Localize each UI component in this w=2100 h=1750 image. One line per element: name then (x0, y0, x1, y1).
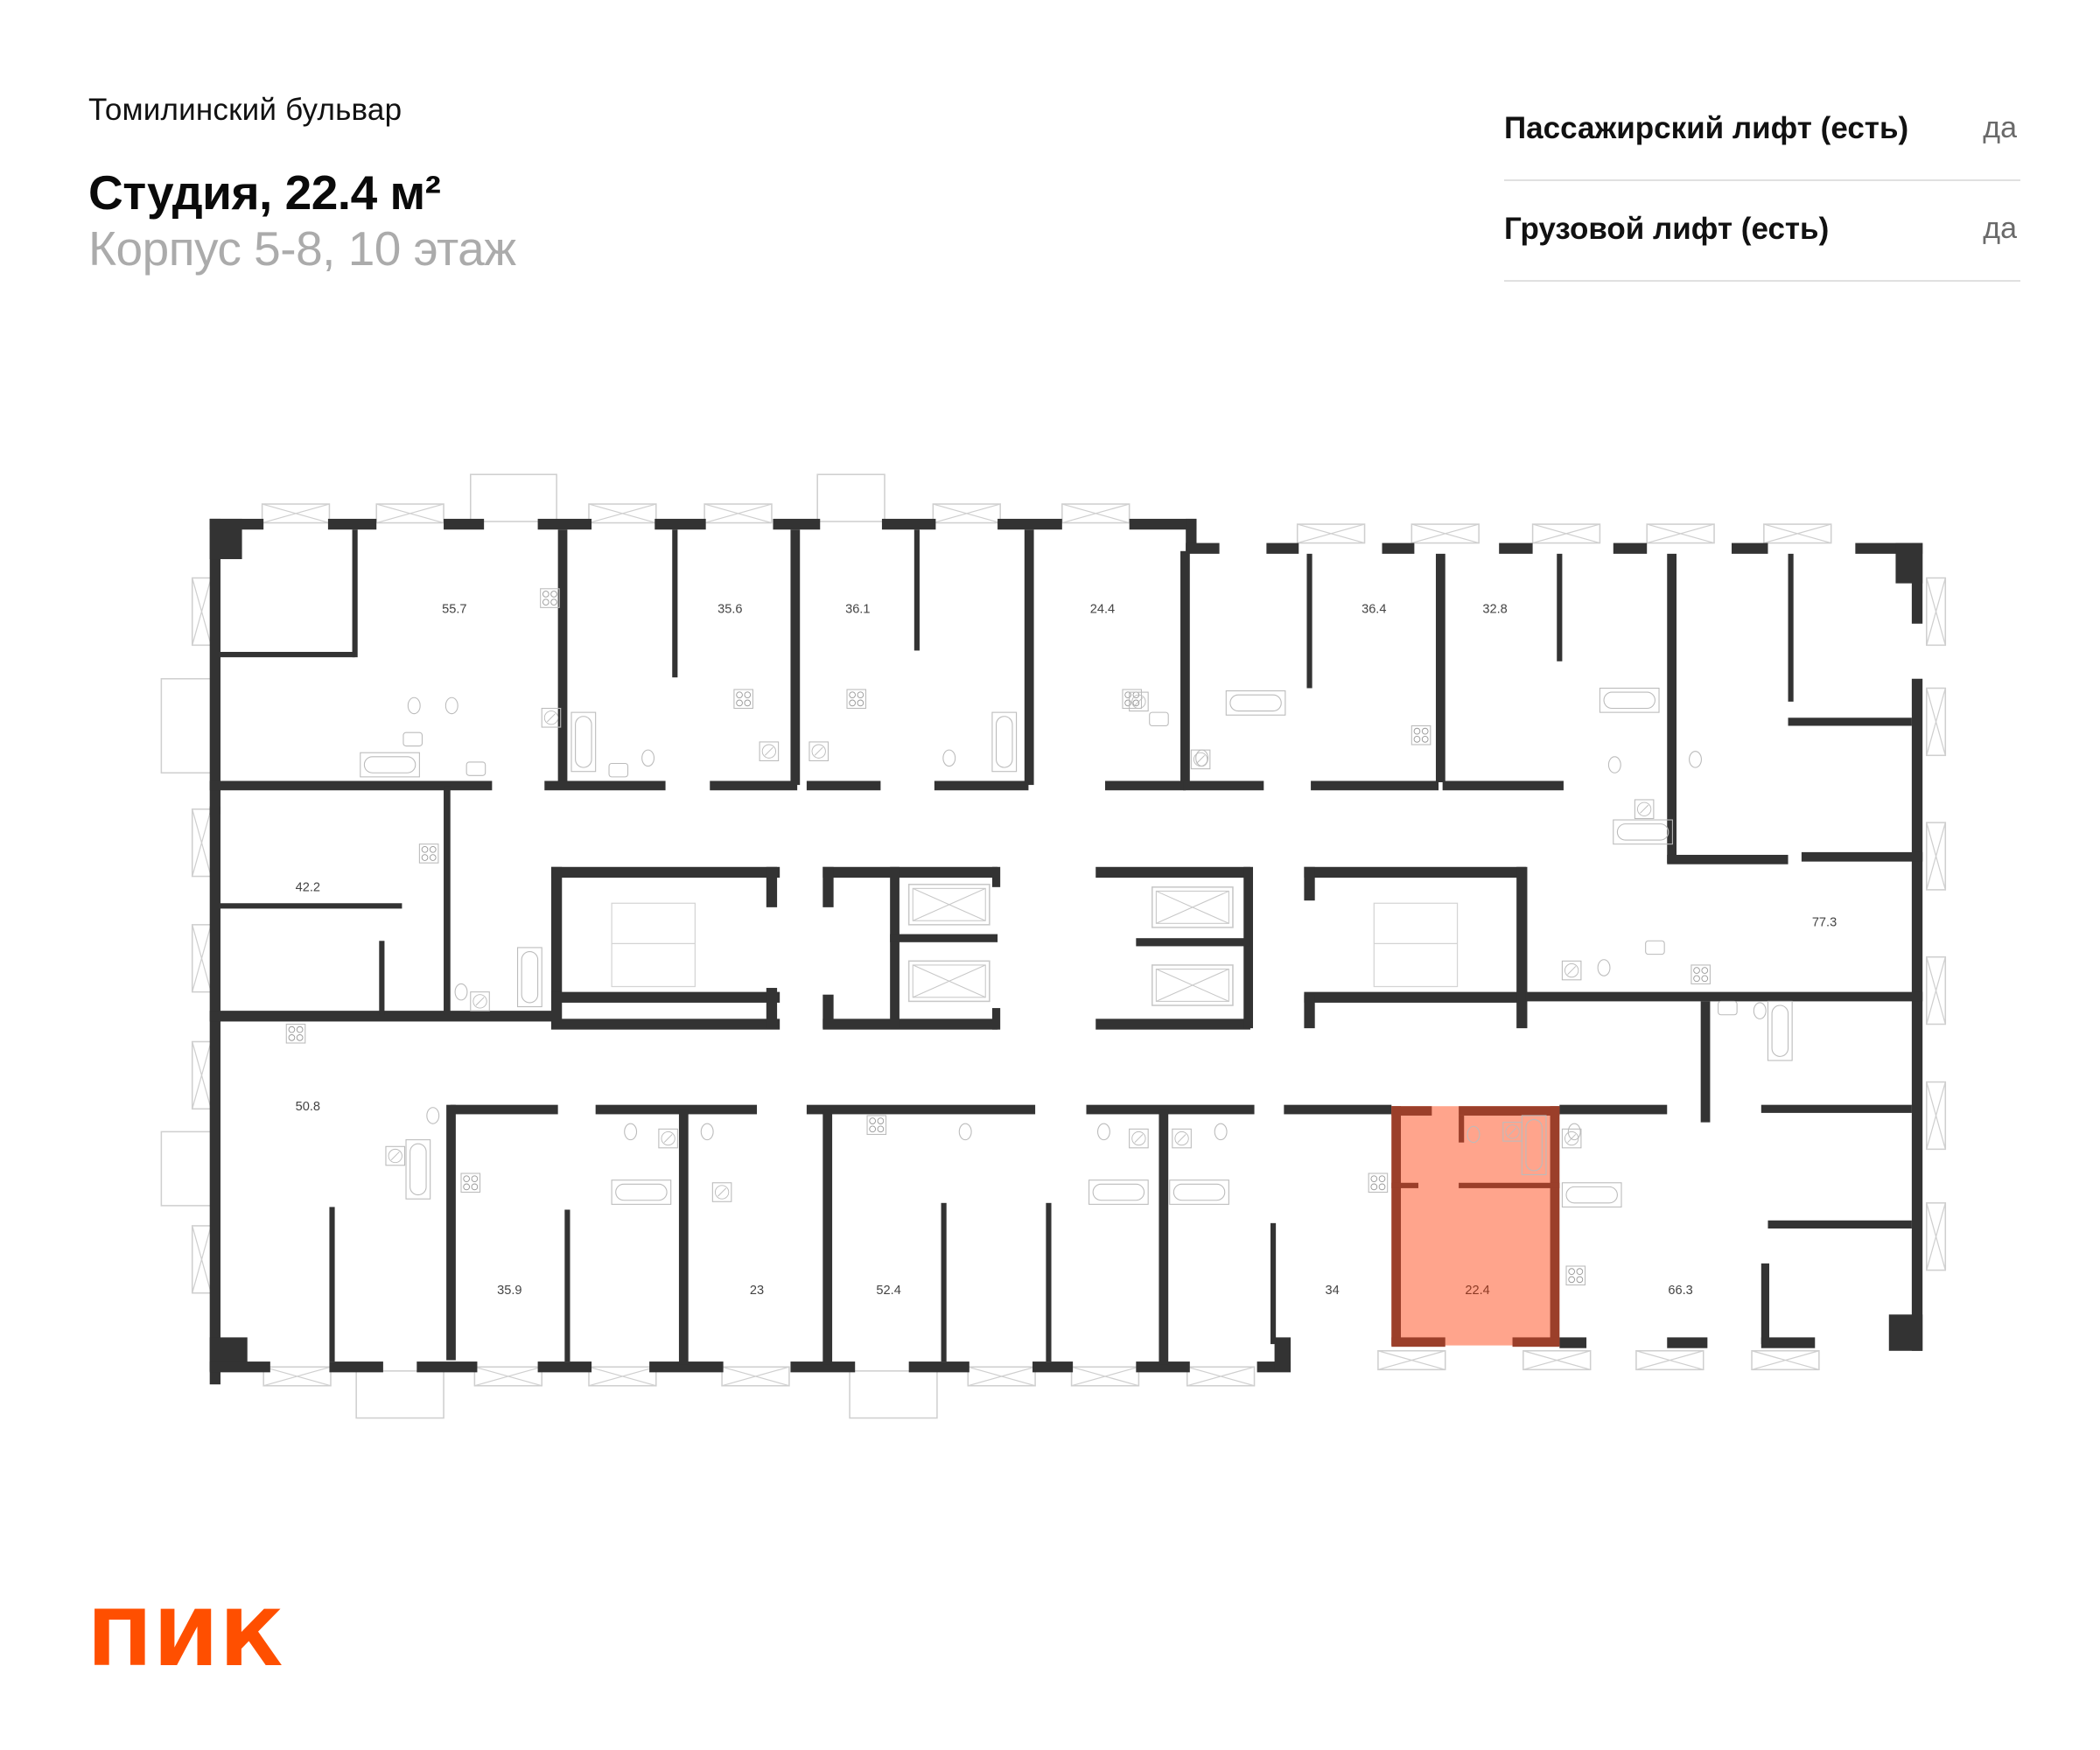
stairwell-left (611, 902, 696, 988)
spec-label: Пассажирский лифт (есть) (1504, 110, 1909, 145)
area-label-77-3: 77.3 (1812, 915, 1837, 929)
spec-label: Грузовой лифт (есть) (1504, 211, 1830, 246)
windows-side (160, 577, 1947, 1294)
area-label-23: 23 (750, 1284, 764, 1298)
area-label-50-8: 50.8 (296, 1100, 320, 1114)
area-label-52-4: 52.4 (876, 1284, 900, 1298)
elevator-specs: Пассажирский лифт (есть) да Грузовой лиф… (1504, 80, 2020, 282)
spec-passenger-elevator: Пассажирский лифт (есть) да (1504, 80, 2020, 181)
walls (209, 518, 1923, 1385)
windows-top (261, 473, 1832, 544)
area-label-34: 34 (1326, 1284, 1340, 1298)
selected-apartment-highlight[interactable] (1391, 1106, 1558, 1346)
spec-value: да (1983, 212, 2017, 245)
windows-bottom (262, 1350, 1820, 1419)
area-label-selected: 22.4 (1465, 1284, 1489, 1298)
area-label-66-3: 66.3 (1668, 1284, 1692, 1298)
pik-logo: ПИК (88, 1593, 285, 1684)
selected-apartment-walls (1391, 1106, 1560, 1348)
project-name: Томилинский бульвар (88, 93, 402, 127)
area-label-35-6: 35.6 (718, 602, 742, 616)
area-label-36-4: 36.4 (1362, 602, 1386, 616)
spec-freight-elevator: Грузовой лифт (есть) да (1504, 181, 2020, 282)
area-label-55-7: 55.7 (442, 602, 466, 616)
apartment-header: Томилинский бульвар Студия, 22.4 м² Корп… (88, 91, 516, 276)
area-label-32-8: 32.8 (1482, 602, 1507, 616)
area-label-42-2: 42.2 (296, 880, 320, 894)
area-label-36-1: 36.1 (845, 602, 870, 616)
area-label-35-9: 35.9 (497, 1284, 522, 1298)
area-label-24-4: 24.4 (1090, 602, 1115, 616)
fixtures (285, 588, 1793, 1286)
spec-value: да (1983, 111, 2017, 144)
stairwell-right (1373, 902, 1459, 988)
building-floor: Корпус 5-8, 10 этаж (88, 221, 516, 276)
apartment-area-labels: 55.7 35.6 36.1 24.4 36.4 32.8 42.2 77.3 … (296, 602, 1838, 1298)
apartment-title: Студия, 22.4 м² (88, 165, 441, 220)
